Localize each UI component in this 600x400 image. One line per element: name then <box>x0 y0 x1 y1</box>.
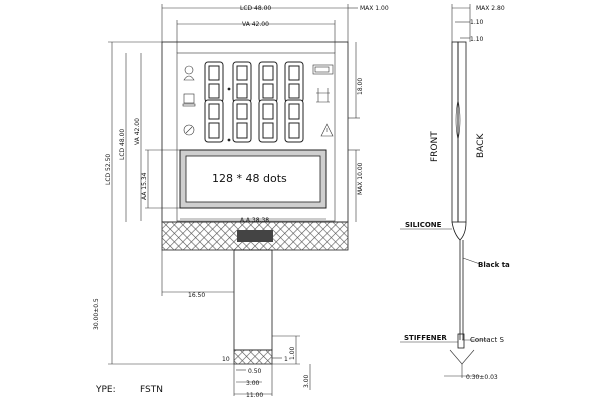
type-label: YPE: <box>95 385 116 395</box>
type-note: YPE: FSTN <box>95 385 163 395</box>
pin-1-label: 1 <box>284 356 288 363</box>
back-glass <box>457 41 467 223</box>
icon-column <box>182 65 196 136</box>
silicone-bead <box>451 221 467 241</box>
monitor-icon <box>183 93 195 104</box>
dim-300: 3.00 <box>246 380 260 387</box>
fpc-tail <box>233 249 273 365</box>
side-front-label: FRONT <box>430 131 440 162</box>
dim-side-max: MAX 2.80 <box>476 5 505 12</box>
dim-100: 1.00 <box>289 346 296 360</box>
dimension-lines: LCD 48.00 MAX 1.00 VA 42.00 LCD 52.50 LC… <box>93 4 389 399</box>
person-icon <box>184 65 194 75</box>
dim-va-height: VA 42.00 <box>134 118 141 145</box>
signal-icon <box>316 88 330 103</box>
battery-icon <box>312 64 334 75</box>
digit-row-top <box>204 61 304 103</box>
dim-max-top: MAX 1.00 <box>360 5 389 12</box>
front-glass <box>451 41 459 223</box>
dot-matrix-label: 128 * 48 dots <box>212 172 287 185</box>
contact-callout: Contact S <box>470 336 504 344</box>
warning-icon <box>320 123 334 137</box>
dim-1100: 11.00 <box>246 392 263 399</box>
lcd-front-view: 128 * 48 dots <box>161 41 349 223</box>
dim-side-110b: 1.10 <box>470 36 484 43</box>
dim-tail-30: 30.00±0.5 <box>93 298 100 330</box>
dim-lcd-width: LCD 48.00 <box>240 5 271 12</box>
dim-va-width: VA 42.00 <box>242 21 269 28</box>
black-tape-callout: Black ta <box>478 261 510 269</box>
connector-strip <box>161 221 349 251</box>
gear-icon <box>183 124 195 136</box>
dot-matrix-area <box>185 155 321 203</box>
silicone-callout: SILICONE <box>405 221 442 229</box>
side-view: MAX 2.80 1.10 1.10 FRONT BACK 0.30±0.03 … <box>400 4 510 381</box>
dim-aa-height: AA 15.34 <box>141 172 148 200</box>
dim-right-18: 18.00 <box>357 78 364 95</box>
digit-row-bottom <box>204 99 304 143</box>
dim-050: 0.50 <box>248 368 262 375</box>
stiffener-callout: STIFFENER <box>404 334 447 342</box>
dim-lcd-height-outer: LCD 52.50 <box>105 154 112 185</box>
pin-10-label: 10 <box>222 356 230 363</box>
dim-left-16: 16.50 <box>188 292 205 299</box>
dim-max-10: MAX 10.00 <box>357 162 364 195</box>
dim-aa-width: A.A 38.38 <box>240 217 269 224</box>
type-value: FSTN <box>140 385 163 395</box>
side-back-label: BACK <box>476 133 486 158</box>
viewing-area <box>176 52 336 222</box>
dim-300b: 3.00 <box>303 374 310 388</box>
dim-lcd-height: LCD 48.00 <box>119 129 126 160</box>
stiffener <box>457 333 465 349</box>
dim-side-110: 1.10 <box>470 19 484 26</box>
dim-side-thick: 0.30±0.03 <box>466 374 498 381</box>
